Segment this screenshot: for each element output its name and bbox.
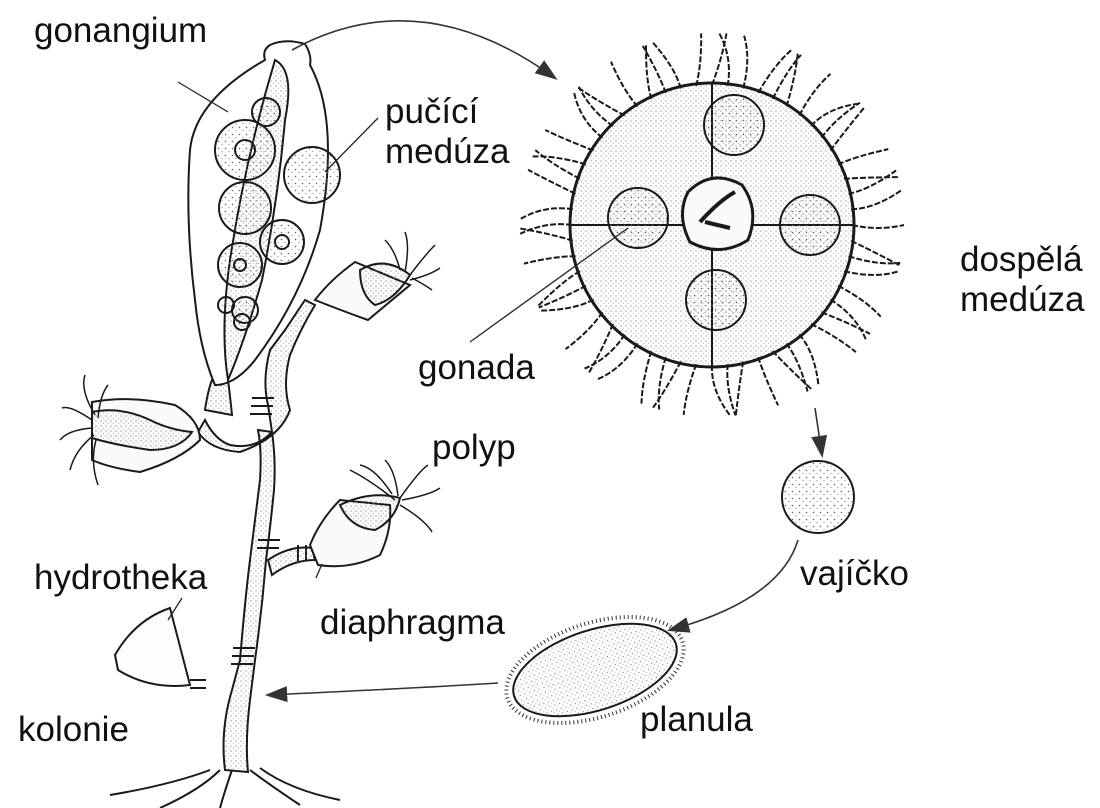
label-budding-medusa-line1: pučící bbox=[385, 92, 510, 132]
medusa-tentacle bbox=[540, 300, 593, 311]
medusa-tentacle bbox=[758, 50, 791, 93]
hydranth-body-upper bbox=[360, 264, 410, 305]
medusa-tentacle bbox=[684, 364, 697, 415]
label-budding-medusa-line2: medúza bbox=[385, 132, 510, 172]
gonad-top bbox=[704, 95, 764, 155]
medusa-tentacle bbox=[696, 33, 701, 86]
medusa-tentacle bbox=[831, 300, 866, 340]
label-egg: vajíčko bbox=[800, 556, 909, 591]
medusa-tentacle bbox=[578, 88, 625, 116]
leader-budding-medusa bbox=[325, 118, 378, 172]
medusa-tentacle bbox=[743, 36, 747, 89]
medusa-tentacle bbox=[585, 335, 625, 369]
hydranth-left bbox=[60, 375, 200, 485]
manubrium bbox=[682, 178, 752, 250]
gonad-right bbox=[780, 195, 840, 255]
medusa-tentacle bbox=[787, 344, 808, 392]
gonad-bottom bbox=[686, 270, 746, 330]
adult-medusa bbox=[520, 33, 904, 416]
medusa-tentacle bbox=[852, 225, 904, 228]
medusa-tentacle bbox=[831, 108, 865, 151]
medusa-tentacle bbox=[811, 324, 856, 352]
medusa-tentacle bbox=[758, 357, 778, 405]
label-budding-medusa: pučící medúza bbox=[385, 92, 510, 173]
medusa-tentacle bbox=[653, 362, 681, 408]
medusa-tentacle bbox=[844, 271, 898, 275]
medusa-tentacle bbox=[712, 34, 727, 86]
label-hydrotheca: hydrotheka bbox=[34, 560, 207, 595]
arrow-egg-to-planula bbox=[670, 540, 798, 630]
medusa-tentacle bbox=[642, 351, 652, 404]
gonangium bbox=[188, 41, 340, 385]
medusa-tentacle bbox=[653, 42, 681, 88]
medusa-tentacle bbox=[844, 177, 898, 179]
hydranth-middle bbox=[310, 460, 440, 566]
medusa-tentacle bbox=[520, 208, 573, 219]
medusa-tentacle bbox=[598, 344, 638, 380]
medusa-tentacle bbox=[849, 256, 901, 263]
medusa-tentacle bbox=[524, 256, 576, 264]
medusa-tentacle bbox=[611, 62, 638, 107]
medusa-tentacle bbox=[822, 312, 871, 334]
label-planula: planula bbox=[640, 702, 753, 737]
gonad-left bbox=[608, 188, 668, 248]
egg bbox=[782, 461, 854, 533]
medusa-tentacle bbox=[851, 191, 901, 210]
hydrotheca-lower bbox=[115, 608, 190, 686]
medusa-tentacle bbox=[727, 364, 735, 415]
medusa-tentacle bbox=[535, 150, 580, 179]
label-polyp: polyp bbox=[432, 430, 516, 465]
label-adult-medusa-line1: dospělá bbox=[960, 240, 1085, 280]
medusa-tentacle bbox=[545, 130, 593, 151]
medusa-tentacle bbox=[520, 224, 572, 234]
arrow-gonangium-to-medusa bbox=[292, 21, 555, 78]
arrow-medusa-to-egg bbox=[815, 408, 822, 455]
medusa-tentacle bbox=[659, 357, 666, 410]
label-adult-medusa: dospělá medúza bbox=[960, 240, 1085, 321]
arrow-planula-to-colony bbox=[268, 683, 498, 695]
medusa-tentacle bbox=[838, 149, 888, 164]
medusa-tentacle bbox=[799, 335, 818, 385]
medusa-tentacle bbox=[533, 156, 586, 164]
medusa-tentacle bbox=[566, 312, 603, 349]
label-colony: kolonie bbox=[18, 712, 129, 747]
medusa-tentacle bbox=[787, 53, 798, 106]
main-stem bbox=[224, 430, 275, 772]
medusa-tentacle bbox=[539, 286, 586, 308]
label-gonangium: gonangium bbox=[34, 13, 207, 48]
label-adult-medusa-line2: medúza bbox=[960, 280, 1085, 320]
medusa-tentacle bbox=[849, 170, 897, 193]
medusa-tentacle bbox=[838, 286, 881, 317]
label-gonada: gonada bbox=[418, 350, 535, 385]
stolon-roots bbox=[110, 768, 340, 808]
label-diaphragm: diaphragma bbox=[320, 605, 505, 640]
side-branch bbox=[268, 548, 315, 576]
medusa-tentacle bbox=[589, 324, 613, 373]
hydranth-upper bbox=[315, 232, 440, 320]
medusa-tentacle bbox=[736, 362, 743, 416]
medusa-tentacle bbox=[799, 74, 830, 116]
